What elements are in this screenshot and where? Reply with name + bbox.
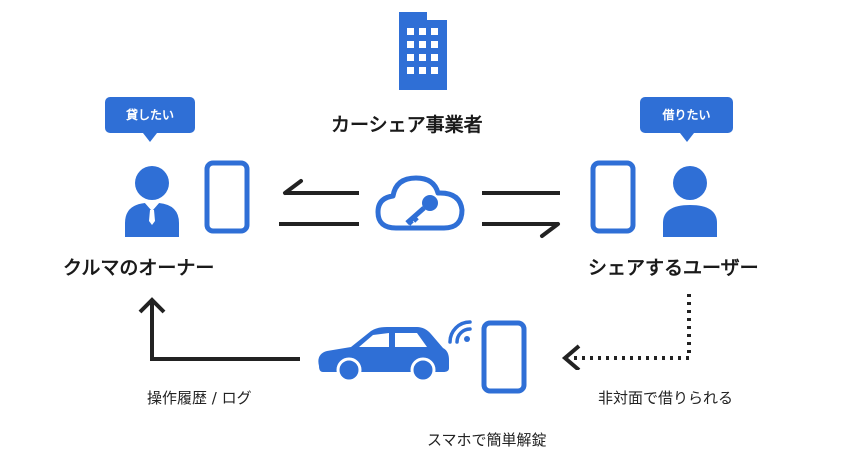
user-phone-icon <box>590 160 636 234</box>
history-label: 操作履歴 / ログ <box>147 389 252 407</box>
user-icon <box>661 163 719 237</box>
contactless-arrow <box>555 290 700 370</box>
cloud-user-arrows <box>478 175 568 245</box>
wifi-signal-icon <box>446 318 474 346</box>
building-icon <box>397 10 449 90</box>
history-arrow <box>135 292 305 372</box>
owner-phone-icon <box>204 160 250 234</box>
user-label: シェアするユーザー <box>588 257 759 279</box>
cloud-key-icon <box>374 172 466 234</box>
businessman-icon <box>123 163 181 237</box>
owner-bubble-text: 貸したい <box>125 108 174 122</box>
unlock-phone-icon <box>481 320 527 394</box>
owner-label: クルマのオーナー <box>63 257 215 279</box>
unlock-label: スマホで簡単解錠 <box>427 431 547 449</box>
contactless-label: 非対面で借りられる <box>598 389 734 407</box>
user-bubble-text: 借りたい <box>662 108 711 122</box>
user-bubble: 借りたい <box>640 97 733 142</box>
owner-cloud-arrows <box>275 175 365 233</box>
owner-bubble: 貸したい <box>105 97 195 142</box>
car-icon <box>313 318 453 384</box>
operator-label: カーシェア事業者 <box>331 114 483 136</box>
